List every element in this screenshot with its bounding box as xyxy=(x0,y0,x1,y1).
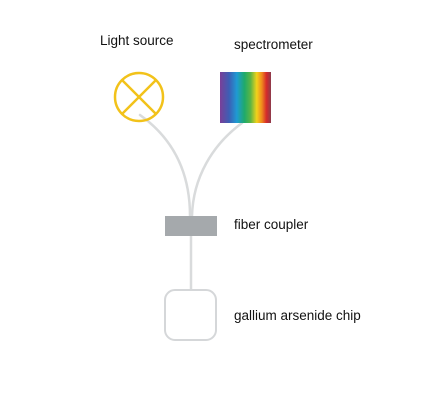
fiber-from-light-source xyxy=(138,113,192,218)
fiber-coupler xyxy=(165,216,217,236)
light-source-label: Light source xyxy=(100,33,174,48)
light-source-icon xyxy=(113,71,165,123)
gallium-arsenide-chip xyxy=(164,289,217,341)
fiber-from-spectrometer xyxy=(190,121,244,218)
spectrometer-label: spectrometer xyxy=(234,37,313,52)
spectrometer-icon xyxy=(220,72,271,123)
chip-label: gallium arsenide chip xyxy=(234,308,361,323)
fiber-coupler-label: fiber coupler xyxy=(234,217,309,232)
